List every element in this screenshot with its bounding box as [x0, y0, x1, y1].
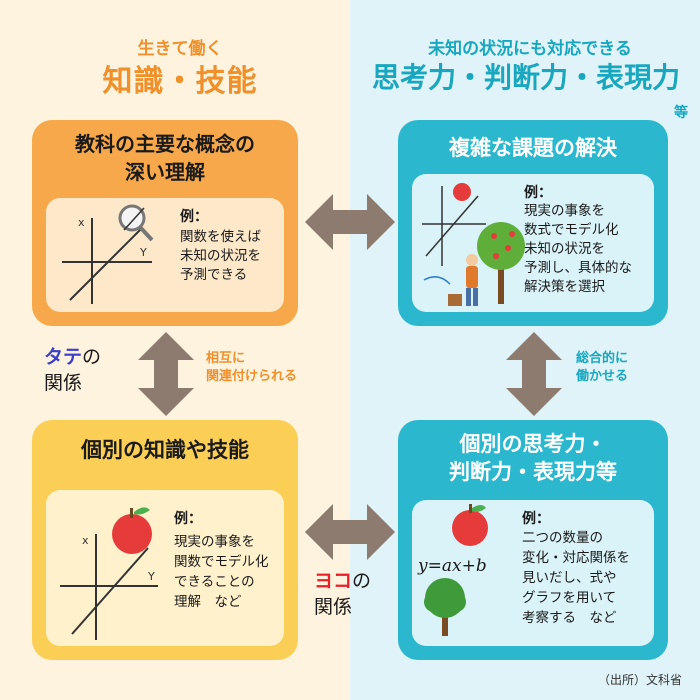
top-horizontal-double-arrow-icon: [305, 194, 395, 250]
knowledge-subtitle: 生きて働く: [137, 39, 223, 59]
deep-understanding-example-text: 関数を使えば 未知の状況を 予測できる: [180, 229, 261, 283]
complex-problem-example-label: 例：: [524, 185, 552, 201]
linear-formula: y=ax+b: [418, 556, 487, 576]
deep-understanding-example-label: 例：: [180, 209, 208, 225]
mutual-relation-note: 相互に 関連付けられる: [206, 351, 298, 384]
axis-x-label: x: [82, 534, 89, 547]
thinking-subtitle: 未知の状況にも対応できる: [428, 39, 632, 59]
apple-graph-icon: x Y: [60, 507, 158, 640]
graph-magnifier-icon: x Y: [62, 204, 154, 304]
left-vertical-double-arrow-icon: [138, 332, 194, 416]
right-vertical-double-arrow-icon: [506, 332, 562, 416]
vertical-relation-particle: の: [82, 346, 102, 368]
vertical-relation-word: タテ: [44, 346, 83, 368]
individual-knowledge-box: 個別の知識や技能 x Y 例： 現実の事象を 関数でモデル化 できることの 理解…: [32, 420, 298, 660]
source-credit: （出所）文科省: [597, 673, 682, 687]
deep-understanding-title-line2: 深い理解: [125, 160, 205, 184]
horizontal-relation-label: ヨコの 関係: [314, 568, 371, 620]
individual-thinking-example-label: 例：: [522, 511, 550, 527]
axis-y-label: Y: [147, 570, 155, 583]
individual-knowledge-example-label: 例：: [174, 511, 202, 527]
individual-thinking-title-line1: 個別の思考力・: [459, 432, 607, 456]
individual-thinking-title: 個別の思考力・ 判断力・表現力等: [398, 430, 668, 486]
thinking-title-suffix: 等: [674, 105, 688, 121]
bottom-horizontal-double-arrow-icon: [305, 504, 395, 560]
thinking-title: 思考力・判断力・表現力: [371, 61, 680, 94]
axis-y-label: Y: [139, 246, 147, 259]
vertical-relation-label: タテの 関係: [44, 344, 101, 396]
apple-tree-formula-icon: [424, 504, 488, 636]
deep-understanding-box: 教科の主要な概念の 深い理解 x Y 例： 関数を使えば 未知の状況を 予測でき…: [32, 120, 298, 326]
horizontal-relation-particle: の: [352, 570, 372, 592]
individual-thinking-example-panel: y=ax+b 例： 二つの数量の 変化・対応関係を 見いだし、式や グラフを用い…: [412, 500, 654, 646]
individual-thinking-example-text: 二つの数量の 変化・対応関係を 見いだし、式や グラフを用いて 考察する など: [522, 530, 630, 626]
individual-knowledge-example-text: 現実の事象を 関数でモデル化 できることの 理解 など: [174, 534, 269, 610]
vertical-relation-kankei: 関係: [44, 372, 83, 394]
apple-tree-farmer-icon: [422, 183, 525, 306]
deep-understanding-title: 教科の主要な概念の 深い理解: [32, 130, 298, 186]
complex-problem-title: 複雑な課題の解決: [449, 136, 617, 160]
individual-thinking-title-line2: 判断力・表現力等: [449, 460, 617, 484]
deep-understanding-title-line1: 教科の主要な概念の: [75, 132, 255, 156]
complex-problem-box: 複雑な課題の解決 例： 現実の事象を 数式でモデル化 未知の状況を 予測し、具体…: [398, 120, 668, 326]
individual-knowledge-example-panel: x Y 例： 現実の事象を 関数でモデル化 できることの 理解 など: [46, 490, 284, 646]
axis-x-label: x: [78, 216, 85, 229]
holistic-use-note: 総合的に 働かせる: [576, 351, 629, 384]
complex-problem-example-text: 現実の事象を 数式でモデル化 未知の状況を 予測し、具体的な 解決策を選択: [524, 203, 632, 295]
horizontal-relation-kankei: 関係: [314, 596, 353, 618]
horizontal-relation-word: ヨコ: [314, 570, 353, 592]
deep-understanding-example-panel: x Y 例： 関数を使えば 未知の状況を 予測できる: [46, 198, 284, 312]
individual-thinking-box: 個別の思考力・ 判断力・表現力等 y=ax+b 例： 二つの数量の 変化・対応関…: [398, 420, 668, 660]
complex-problem-example-panel: 例： 現実の事象を 数式でモデル化 未知の状況を 予測し、具体的な 解決策を選択: [412, 174, 654, 312]
knowledge-title: 知識・技能: [102, 64, 258, 99]
individual-knowledge-title: 個別の知識や技能: [81, 438, 249, 462]
